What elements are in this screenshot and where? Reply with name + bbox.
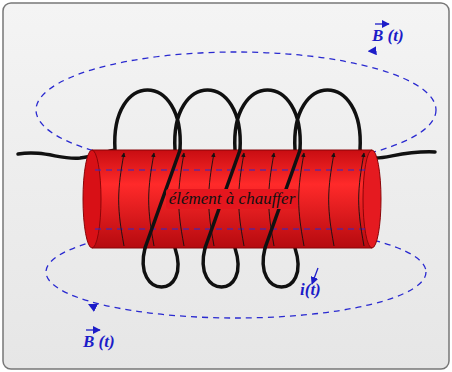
heated-element: [92, 150, 372, 248]
field-label: B (t): [372, 26, 404, 46]
heated-element-end: [83, 150, 101, 248]
induced-current-line: [119, 153, 124, 246]
heated-element-edge: [92, 150, 372, 151]
coil-wire-front: [145, 150, 300, 248]
induced-current-line: [359, 153, 364, 246]
induced-current-lines: [119, 153, 364, 246]
current-label: i(t): [300, 280, 321, 300]
induced-current-line: [329, 153, 334, 246]
vector-arrow: [86, 329, 100, 330]
field-arrow: [92, 306, 104, 312]
coil-wire: [18, 90, 435, 287]
field-arrow: [372, 50, 385, 51]
heated-element-end: [363, 150, 381, 248]
heated-element: élément à chauffer: [100, 152, 364, 246]
field-line: [95, 228, 370, 229]
field-label: B (t): [83, 332, 115, 352]
frame: [3, 3, 449, 369]
vector-arrow: [375, 23, 389, 24]
induced-current-line: [299, 153, 304, 246]
element-label: élément à chauffer: [166, 189, 299, 209]
heated-element-edge: [92, 248, 372, 249]
